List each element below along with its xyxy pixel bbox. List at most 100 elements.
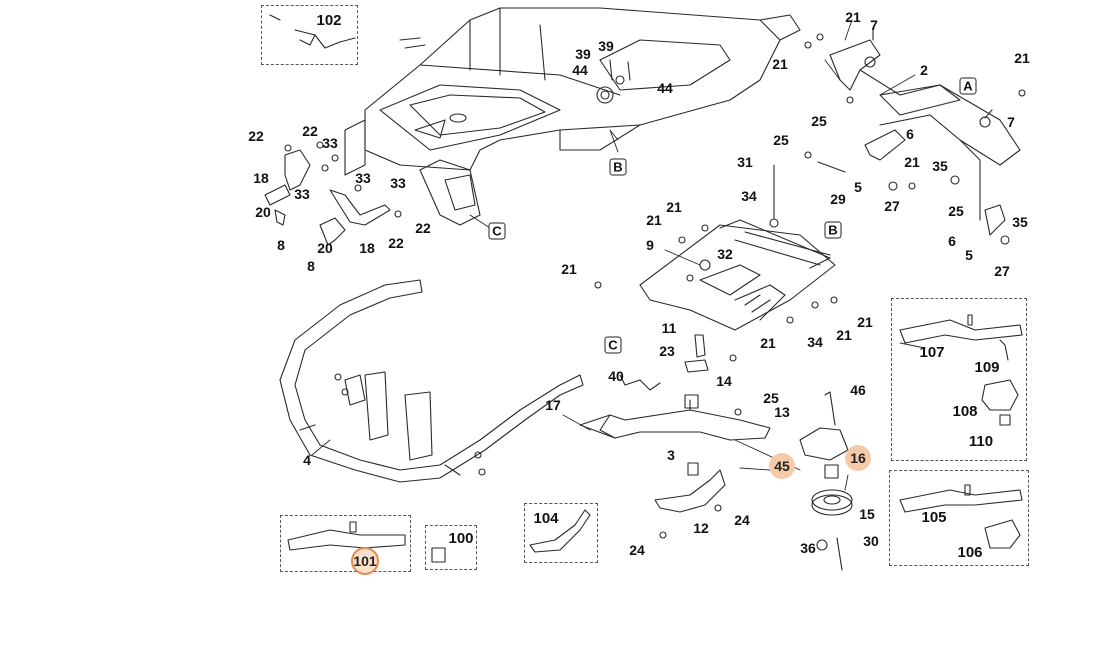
part-5-label-1[interactable]: 5	[854, 179, 862, 195]
front-axle-assembly	[804, 29, 1026, 245]
detail-104-drawing	[529, 509, 591, 553]
part-21-label-6[interactable]: 21	[646, 212, 662, 228]
part-108-label[interactable]: 108	[952, 403, 978, 420]
part-21-label-1[interactable]: 21	[845, 9, 861, 25]
part-101-highlight[interactable]: 101	[351, 547, 379, 575]
part-40-label[interactable]: 40	[608, 368, 624, 384]
part-4-label[interactable]: 4	[303, 452, 311, 468]
part-11-label[interactable]: 11	[661, 320, 677, 336]
part-34-label-2[interactable]: 34	[807, 334, 823, 350]
part-20-label-2[interactable]: 20	[317, 240, 333, 256]
part-5-label-2[interactable]: 5	[965, 247, 973, 263]
part-107-label[interactable]: 107	[919, 344, 945, 361]
ref-c-label-lever: C	[604, 336, 622, 354]
detail-107-110-drawing	[899, 314, 1023, 426]
part-18-label-2[interactable]: 18	[359, 240, 375, 256]
part-6-label-2[interactable]: 6	[948, 233, 956, 249]
part-8-label-1[interactable]: 8	[277, 237, 285, 253]
part-20-label-1[interactable]: 20	[255, 204, 271, 220]
part-23-label[interactable]: 23	[659, 343, 675, 359]
mounting-plate	[594, 164, 838, 331]
part-17-label[interactable]: 17	[545, 397, 561, 413]
part-110-label[interactable]: 110	[968, 433, 994, 450]
part-39-label[interactable]: 39	[575, 46, 591, 62]
part-45-highlight[interactable]: 45	[769, 453, 795, 479]
part-33-label-1[interactable]: 33	[322, 135, 338, 151]
part-44-label-2[interactable]: 44	[657, 80, 673, 96]
detail-box-107-110	[891, 298, 1027, 461]
part-6-label-1[interactable]: 6	[906, 126, 914, 142]
part-21-label-4[interactable]: 21	[904, 154, 920, 170]
part-29-label[interactable]: 29	[830, 191, 846, 207]
part-27-label-1[interactable]: 27	[884, 198, 900, 214]
part-46-label[interactable]: 46	[850, 382, 866, 398]
part-34-label-1[interactable]: 34	[741, 188, 757, 204]
part-12-label[interactable]: 12	[693, 520, 709, 536]
part-31-label[interactable]: 31	[737, 154, 753, 170]
part-44-label[interactable]: 44	[572, 62, 588, 78]
part-24-label-1[interactable]: 24	[734, 512, 750, 528]
detail-box-100	[425, 525, 477, 570]
ref-b-label-plate: B	[824, 221, 842, 239]
part-16-highlight[interactable]: 16	[845, 445, 871, 471]
part-15-label[interactable]: 15	[859, 506, 875, 522]
part-105-label[interactable]: 105	[921, 509, 947, 526]
left-brackets	[264, 141, 402, 246]
part-21-label-9[interactable]: 21	[836, 327, 852, 343]
part-21-label-2[interactable]: 21	[772, 56, 788, 72]
part-25-label-3[interactable]: 25	[948, 203, 964, 219]
part-109-label[interactable]: 109	[974, 359, 1000, 376]
part-24-label-2[interactable]: 24	[629, 542, 645, 558]
part-13-label[interactable]: 13	[774, 404, 790, 420]
front-bumper	[279, 279, 584, 483]
part-32-label[interactable]: 32	[717, 246, 733, 262]
part-25-label-4[interactable]: 25	[763, 390, 779, 406]
part-25-label-2[interactable]: 25	[773, 132, 789, 148]
part-22-label-2[interactable]: 22	[302, 123, 318, 139]
part-30-label[interactable]: 30	[863, 533, 879, 549]
part-33-label-2[interactable]: 33	[294, 186, 310, 202]
part-33-label-3[interactable]: 33	[355, 170, 371, 186]
ref-a-label: A	[959, 77, 977, 95]
part-22-label-1[interactable]: 22	[248, 128, 264, 144]
part-21-label-10[interactable]: 21	[760, 335, 776, 351]
part-8-label-2[interactable]: 8	[307, 258, 315, 274]
part-39-label-2[interactable]: 39	[598, 38, 614, 54]
detail-102-drawing	[269, 14, 356, 49]
control-lever-assembly	[579, 334, 771, 441]
part-21-label-3[interactable]: 21	[1014, 50, 1030, 66]
detail-box-101	[280, 515, 411, 572]
part-35-label-1[interactable]: 35	[932, 158, 948, 174]
part-102-label[interactable]: 102	[316, 12, 342, 29]
detail-101-drawing	[287, 521, 406, 551]
part-21-label-8[interactable]: 21	[857, 314, 873, 330]
part-100-label[interactable]: 100	[448, 530, 474, 547]
detail-105-106-drawing	[899, 484, 1023, 549]
chassis-frame	[344, 7, 801, 226]
part-21-label-5[interactable]: 21	[666, 199, 682, 215]
part-7-label-1[interactable]: 7	[870, 17, 878, 33]
part-21-label-7[interactable]: 21	[561, 261, 577, 277]
part-3-label[interactable]: 3	[667, 447, 675, 463]
ref-b-label-top: B	[609, 158, 627, 176]
part-18-label-1[interactable]: 18	[253, 170, 269, 186]
part-14-label[interactable]: 14	[716, 373, 732, 389]
part-36-label[interactable]: 36	[800, 540, 816, 556]
part-2-label[interactable]: 2	[920, 62, 928, 78]
detail-box-104	[524, 503, 598, 563]
part-25-label-1[interactable]: 25	[811, 113, 827, 129]
part-22-label-4[interactable]: 22	[388, 235, 404, 251]
part-33-label-4[interactable]: 33	[390, 175, 406, 191]
part-27-label-2[interactable]: 27	[994, 263, 1010, 279]
part-9-label[interactable]: 9	[646, 237, 654, 253]
lower-bracket	[654, 462, 726, 539]
part-35-label-2[interactable]: 35	[1012, 214, 1028, 230]
detail-box-102	[261, 5, 358, 65]
part-106-label[interactable]: 106	[957, 544, 983, 561]
part-7-label-2[interactable]: 7	[1007, 114, 1015, 130]
ref-c-label-frame: C	[488, 222, 506, 240]
part-22-label-3[interactable]: 22	[415, 220, 431, 236]
part-104-label[interactable]: 104	[533, 510, 559, 527]
